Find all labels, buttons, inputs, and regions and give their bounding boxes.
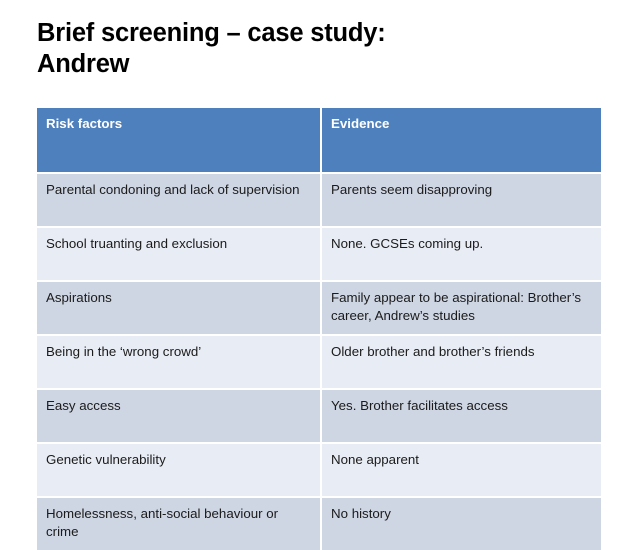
cell-evidence: No history xyxy=(321,497,601,550)
evidence-text: None. GCSEs coming up. xyxy=(331,236,484,251)
table-body: Parental condoning and lack of supervisi… xyxy=(37,173,601,550)
cell-evidence: None. GCSEs coming up. xyxy=(321,227,601,282)
cell-risk-factor: Easy access xyxy=(37,389,322,444)
table-header: Risk factors Evidence xyxy=(37,108,601,174)
risk-factors-table: Risk factors Evidence Parental condoning… xyxy=(37,108,601,550)
evidence-text: Parents seem disapproving xyxy=(331,182,493,197)
table-row: Easy access Yes. Brother facilitates acc… xyxy=(37,389,601,444)
risk-factor-text: Being in the ‘wrong crowd’ xyxy=(46,344,202,359)
risk-factor-text: School truanting and exclusion xyxy=(46,236,228,251)
page-title: Brief screening – case study: Andrew xyxy=(37,19,386,78)
cell-evidence: Yes. Brother facilitates access xyxy=(321,389,601,444)
slide-canvas: Brief screening – case study: Andrew Ris… xyxy=(37,19,601,550)
cell-evidence: Older brother and brother’s friends xyxy=(321,335,601,390)
risk-factor-text: Homelessness, anti-social behaviour or c… xyxy=(46,506,279,539)
evidence-text: Yes. Brother facilitates access xyxy=(331,398,508,413)
table-row: School truanting and exclusion None. GCS… xyxy=(37,227,601,282)
evidence-text: Family appear to be aspirational: Brothe… xyxy=(331,290,582,323)
risk-factor-text: Aspirations xyxy=(46,290,112,305)
risk-factor-text: Easy access xyxy=(46,398,121,413)
cell-risk-factor: School truanting and exclusion xyxy=(37,227,322,282)
table-row: Parental condoning and lack of supervisi… xyxy=(37,173,601,228)
table-row: Being in the ‘wrong crowd’ Older brother… xyxy=(37,335,601,390)
table-row: Genetic vulnerability None apparent xyxy=(37,443,601,498)
cell-evidence: Family appear to be aspirational: Brothe… xyxy=(321,281,601,336)
cell-risk-factor: Aspirations xyxy=(37,281,322,336)
risk-factors-table-container: Risk factors Evidence Parental condoning… xyxy=(37,108,601,550)
column-header-risk-factors: Risk factors xyxy=(37,108,322,174)
cell-risk-factor: Genetic vulnerability xyxy=(37,443,322,498)
table-row: Homelessness, anti-social behaviour or c… xyxy=(37,497,601,550)
table-header-row: Risk factors Evidence xyxy=(37,108,601,174)
risk-factor-text: Parental condoning and lack of supervisi… xyxy=(46,182,300,197)
cell-risk-factor: Homelessness, anti-social behaviour or c… xyxy=(37,497,322,550)
evidence-text: Older brother and brother’s friends xyxy=(331,344,535,359)
table-row: Aspirations Family appear to be aspirati… xyxy=(37,281,601,336)
cell-evidence: Parents seem disapproving xyxy=(321,173,601,228)
cell-risk-factor: Being in the ‘wrong crowd’ xyxy=(37,335,322,390)
cell-risk-factor: Parental condoning and lack of supervisi… xyxy=(37,173,322,228)
evidence-text: None apparent xyxy=(331,452,419,467)
cell-evidence: None apparent xyxy=(321,443,601,498)
column-header-evidence: Evidence xyxy=(321,108,601,174)
evidence-text: No history xyxy=(331,506,391,521)
risk-factor-text: Genetic vulnerability xyxy=(46,452,166,467)
